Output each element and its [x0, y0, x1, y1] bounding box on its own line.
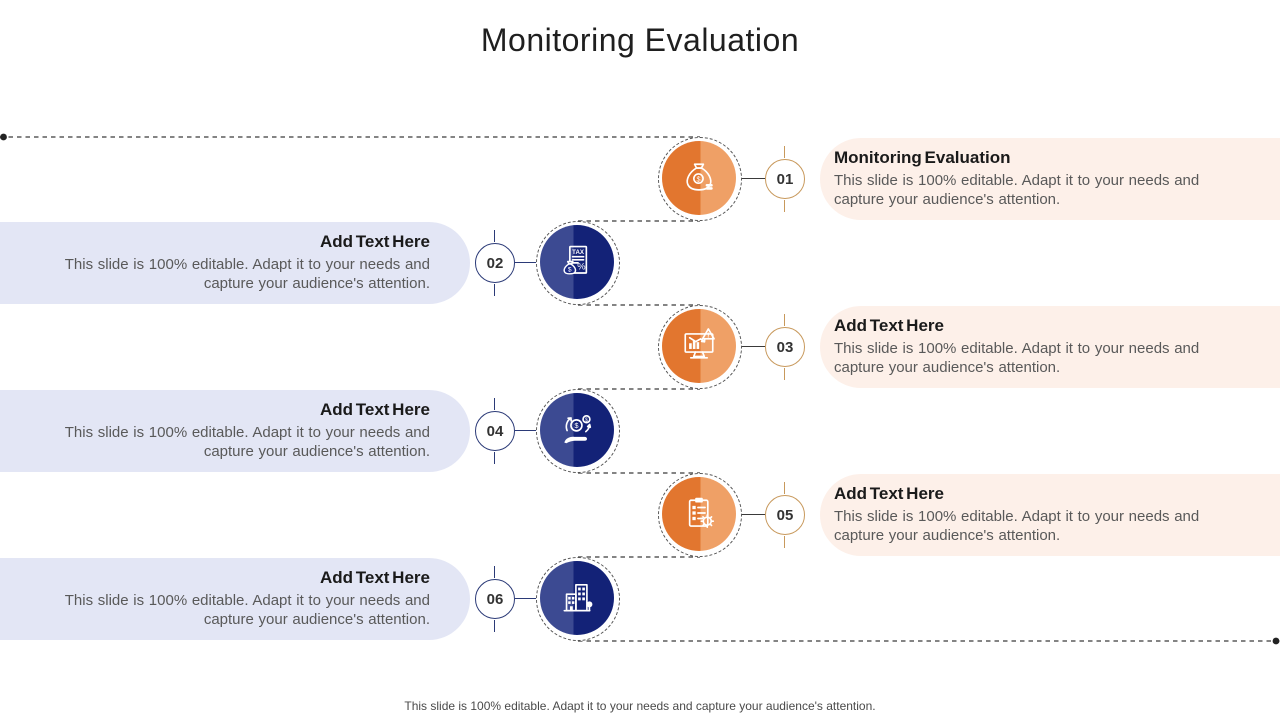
svg-text:TAX: TAX [572, 248, 585, 255]
icon-disc: ! [661, 308, 736, 383]
tick-top [494, 398, 496, 410]
svg-text:%: % [577, 261, 585, 271]
tick-top [494, 230, 496, 242]
icon-disc: $ [661, 140, 736, 215]
tick-bottom [494, 284, 496, 296]
tick-bottom [784, 368, 786, 380]
item-heading: Add Text Here [834, 484, 944, 503]
icon-ring: $ [658, 137, 742, 221]
icon-disc [539, 560, 614, 635]
item-heading: Add Text Here [320, 232, 430, 251]
step-number: 02 [486, 254, 504, 272]
item-body: This slide is 100% editable. Adapt it to… [64, 592, 430, 628]
timeline-item-01: Monitoring Evaluation This slide is 100%… [0, 137, 1280, 221]
item-heading: Add Text Here [320, 400, 430, 419]
item-body: This slide is 100% editable. Adapt it to… [834, 172, 1200, 208]
svg-text:!: ! [707, 331, 709, 339]
icon-ring [536, 557, 620, 641]
icon-disc [661, 476, 736, 551]
step-number: 06 [486, 590, 504, 608]
step-number-badge: 05 [765, 495, 805, 535]
svg-text:$: $ [574, 421, 579, 430]
item-body: This slide is 100% editable. Adapt it to… [834, 508, 1200, 544]
step-number: 05 [776, 506, 794, 524]
item-body: This slide is 100% editable. Adapt it to… [834, 340, 1200, 376]
icon-disc: $ $ [539, 392, 614, 467]
icon-disc: TAX % $ [539, 224, 614, 299]
timeline-item-06: Add Text Here This slide is 100% editabl… [0, 557, 1280, 641]
connector-line [515, 430, 536, 431]
svg-text:$: $ [696, 175, 700, 183]
tick-bottom [784, 536, 786, 548]
step-number: 03 [776, 338, 794, 356]
item-heading: Monitoring Evaluation [834, 148, 1011, 167]
tick-bottom [784, 200, 786, 212]
monitor-chart-icon: ! [677, 324, 721, 368]
item-body: This slide is 100% editable. Adapt it to… [64, 256, 430, 292]
step-number: 01 [776, 170, 794, 188]
text-card-05: Add Text Here This slide is 100% editabl… [820, 474, 1280, 556]
step-number-badge: 01 [765, 159, 805, 199]
text-card-06: Add Text Here This slide is 100% editabl… [0, 558, 470, 640]
tick-top [784, 482, 786, 494]
tick-bottom [494, 620, 496, 632]
step-number-badge: 06 [475, 579, 515, 619]
text-card-02: Add Text Here This slide is 100% editabl… [0, 222, 470, 304]
timeline-item-02: Add Text Here This slide is 100% editabl… [0, 221, 1280, 305]
step-number-badge: 02 [475, 243, 515, 283]
connector-line [515, 598, 536, 599]
icon-ring: TAX % $ [536, 221, 620, 305]
text-card-01: Monitoring Evaluation This slide is 100%… [820, 138, 1280, 220]
text-card-03: Add Text Here This slide is 100% editabl… [820, 306, 1280, 388]
step-number: 04 [486, 422, 504, 440]
svg-text:$: $ [567, 266, 571, 273]
timeline-item-03: Add Text Here This slide is 100% editabl… [0, 305, 1280, 389]
building-icon [555, 576, 599, 620]
item-body: This slide is 100% editable. Adapt it to… [64, 424, 430, 460]
timeline-item-05: Add Text Here This slide is 100% editabl… [0, 473, 1280, 557]
connector-line [742, 178, 765, 179]
tick-bottom [494, 452, 496, 464]
icon-ring: $ $ [536, 389, 620, 473]
item-heading: Add Text Here [834, 316, 944, 335]
connector-line [742, 346, 765, 347]
tax-document-icon: TAX % $ [555, 240, 599, 284]
icon-ring: ! [658, 305, 742, 389]
step-number-badge: 04 [475, 411, 515, 451]
svg-text:$: $ [585, 417, 588, 423]
connector-line [742, 514, 765, 515]
tick-top [784, 314, 786, 326]
hand-money-icon: $ $ [555, 408, 599, 452]
page-title: Monitoring Evaluation [480, 22, 800, 58]
money-bag-icon: $ [677, 156, 721, 200]
step-number-badge: 03 [765, 327, 805, 367]
footer-note: This slide is 100% editable. Adapt it to… [404, 699, 876, 713]
item-heading: Add Text Here [320, 568, 430, 587]
tick-top [784, 146, 786, 158]
text-card-04: Add Text Here This slide is 100% editabl… [0, 390, 470, 472]
tick-top [494, 566, 496, 578]
timeline-item-04: Add Text Here This slide is 100% editabl… [0, 389, 1280, 473]
icon-ring [658, 473, 742, 557]
clipboard-gear-icon [677, 492, 721, 536]
connector-line [515, 262, 536, 263]
